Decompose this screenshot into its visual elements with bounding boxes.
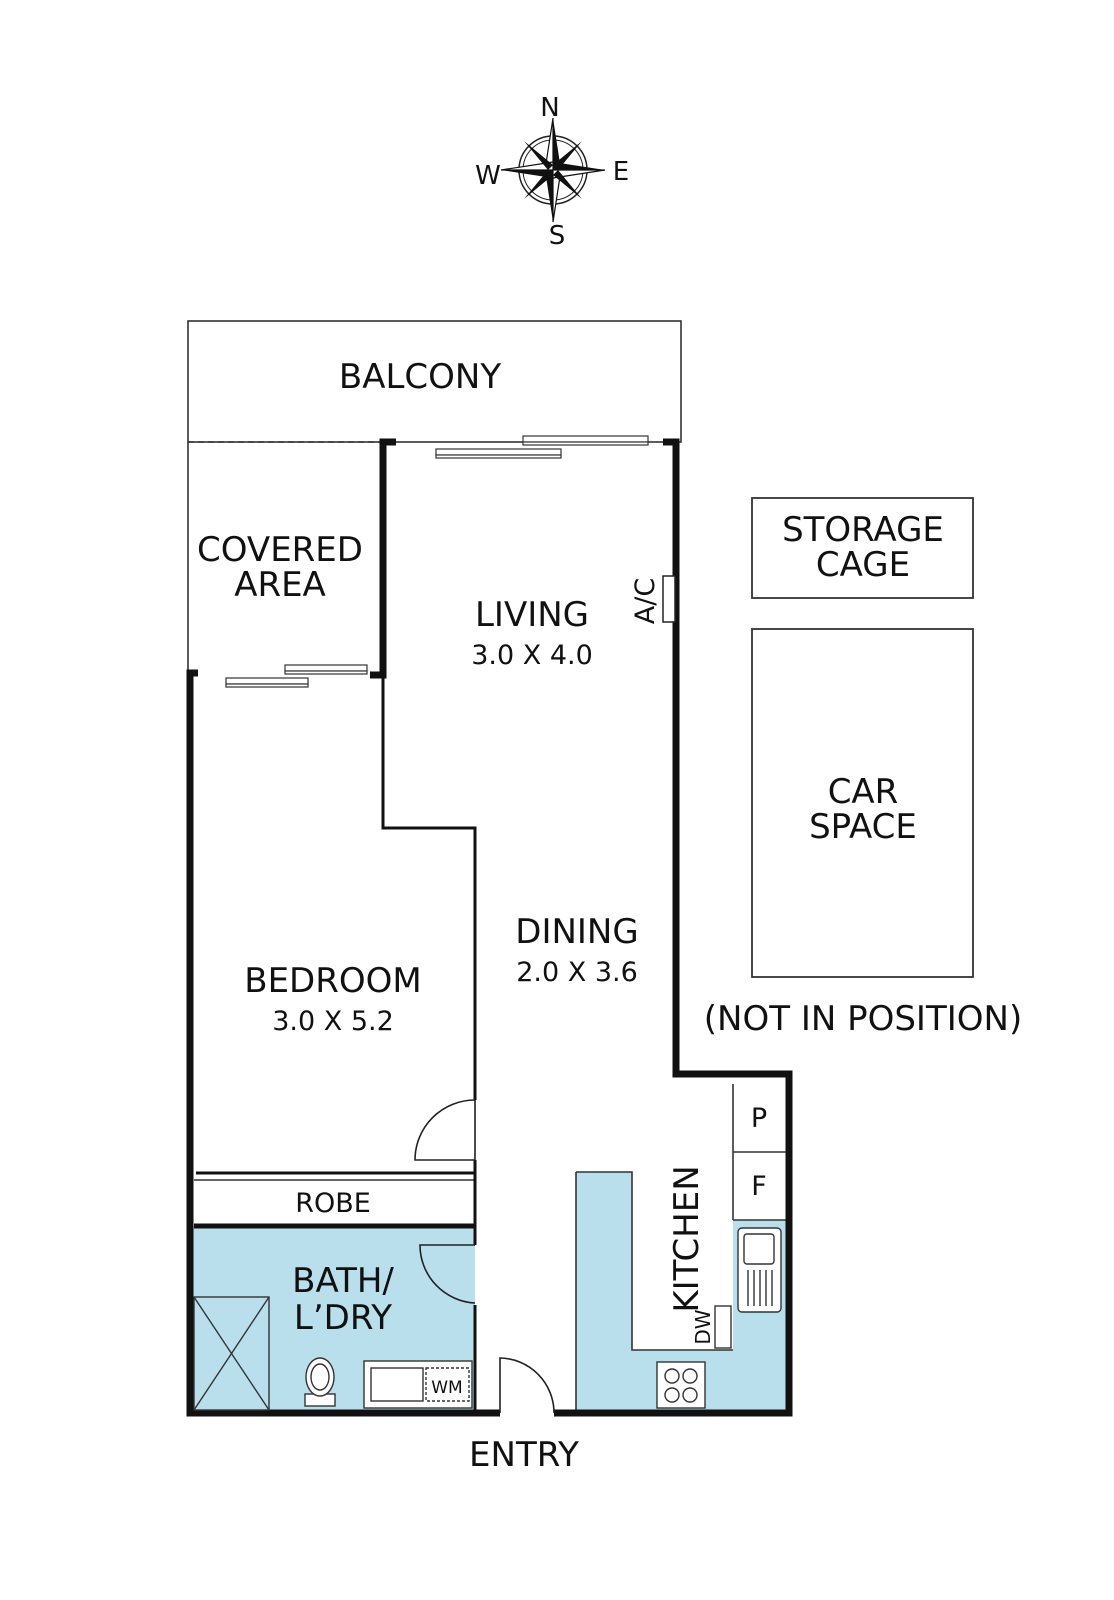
bedroom-label: BEDROOM: [244, 961, 421, 1001]
kitchen-label: KITCHEN: [667, 1165, 707, 1312]
thin-lines: [187, 320, 786, 1410]
wall-bedroom-living: [370, 438, 396, 679]
toilet-icon: [304, 1357, 336, 1407]
bath-label-2: L’DRY: [294, 1298, 392, 1338]
dishwasher: [714, 1305, 732, 1349]
kitchen-floor: [576, 1172, 786, 1410]
car-space-label-2: SPACE: [809, 807, 917, 847]
living-dimensions: 3.0 X 4.0: [471, 640, 593, 671]
sliding-doors: [225, 435, 649, 688]
balcony-label: BALCONY: [339, 357, 501, 397]
sink-icon: [737, 1227, 782, 1313]
compass-east-label: E: [613, 157, 629, 187]
pantry-label: P: [751, 1103, 767, 1134]
washing-machine: [425, 1367, 470, 1402]
compass-south-label: S: [549, 221, 566, 251]
walls: [186, 438, 793, 1417]
shower: [193, 1296, 270, 1411]
living-label: LIVING: [475, 595, 589, 635]
dw-label: DW: [691, 1309, 715, 1344]
entry-door-swing: [499, 1357, 555, 1414]
storage-cage-box: [751, 497, 974, 599]
compass-west-label: W: [475, 161, 501, 191]
fixtures: [193, 1227, 782, 1411]
car-space-box: [751, 628, 974, 978]
wall-west: [186, 669, 500, 1417]
ac-label: A/C: [630, 578, 661, 624]
vanity: [363, 1360, 473, 1409]
bath-label-1: BATH/: [292, 1261, 394, 1301]
ac-unit: [662, 575, 676, 623]
storage-cage-label-2: CAGE: [816, 545, 910, 585]
wm-label: WM: [431, 1378, 462, 1398]
bedroom-dimensions: 3.0 X 5.2: [272, 1006, 394, 1037]
wall-south-kitchen: [554, 438, 793, 1417]
storage-cage-label-1: STORAGE: [782, 510, 944, 550]
interior-walls: [194, 675, 477, 1410]
doors: [414, 1099, 555, 1414]
robe-label: ROBE: [295, 1188, 371, 1219]
external-areas: [751, 497, 974, 978]
balcony-outline: [187, 320, 682, 443]
dining-dimensions: 2.0 X 3.6: [516, 957, 638, 988]
dining-label: DINING: [515, 912, 638, 952]
car-space-label-1: CAR: [828, 772, 899, 812]
cooktop-icon: [656, 1361, 706, 1409]
covered-area-label-1: COVERED: [197, 530, 363, 570]
compass-north-label: N: [540, 93, 559, 123]
not-in-position-note: (NOT IN POSITION): [704, 999, 1022, 1039]
entry-label: ENTRY: [469, 1435, 579, 1475]
fridge-label: F: [751, 1171, 767, 1202]
covered-area-label-2: AREA: [234, 565, 326, 605]
bathroom-door-swing: [419, 1244, 476, 1304]
bedroom-door-swing: [414, 1099, 476, 1161]
compass-rose: N S E W: [475, 93, 629, 251]
